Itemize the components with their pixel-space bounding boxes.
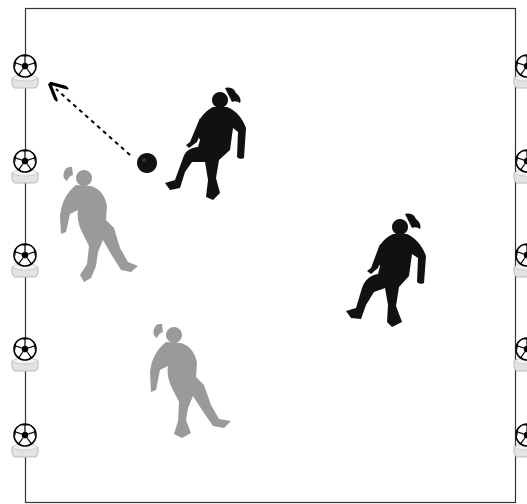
pass-arrow	[56, 89, 131, 156]
cone-ball-icon	[12, 150, 38, 183]
field-boundary	[24, 7, 517, 504]
light-player-running	[150, 323, 231, 438]
cone-ball-icon	[12, 244, 38, 277]
cone-ball-icon	[12, 338, 38, 371]
cone-ball-icon	[12, 55, 38, 88]
soccer-ball-icon	[137, 153, 157, 173]
dark-player-running	[346, 213, 426, 327]
cone-ball-icon	[12, 424, 38, 457]
light-player-running	[60, 166, 138, 282]
dark-player-kicking	[165, 87, 246, 200]
